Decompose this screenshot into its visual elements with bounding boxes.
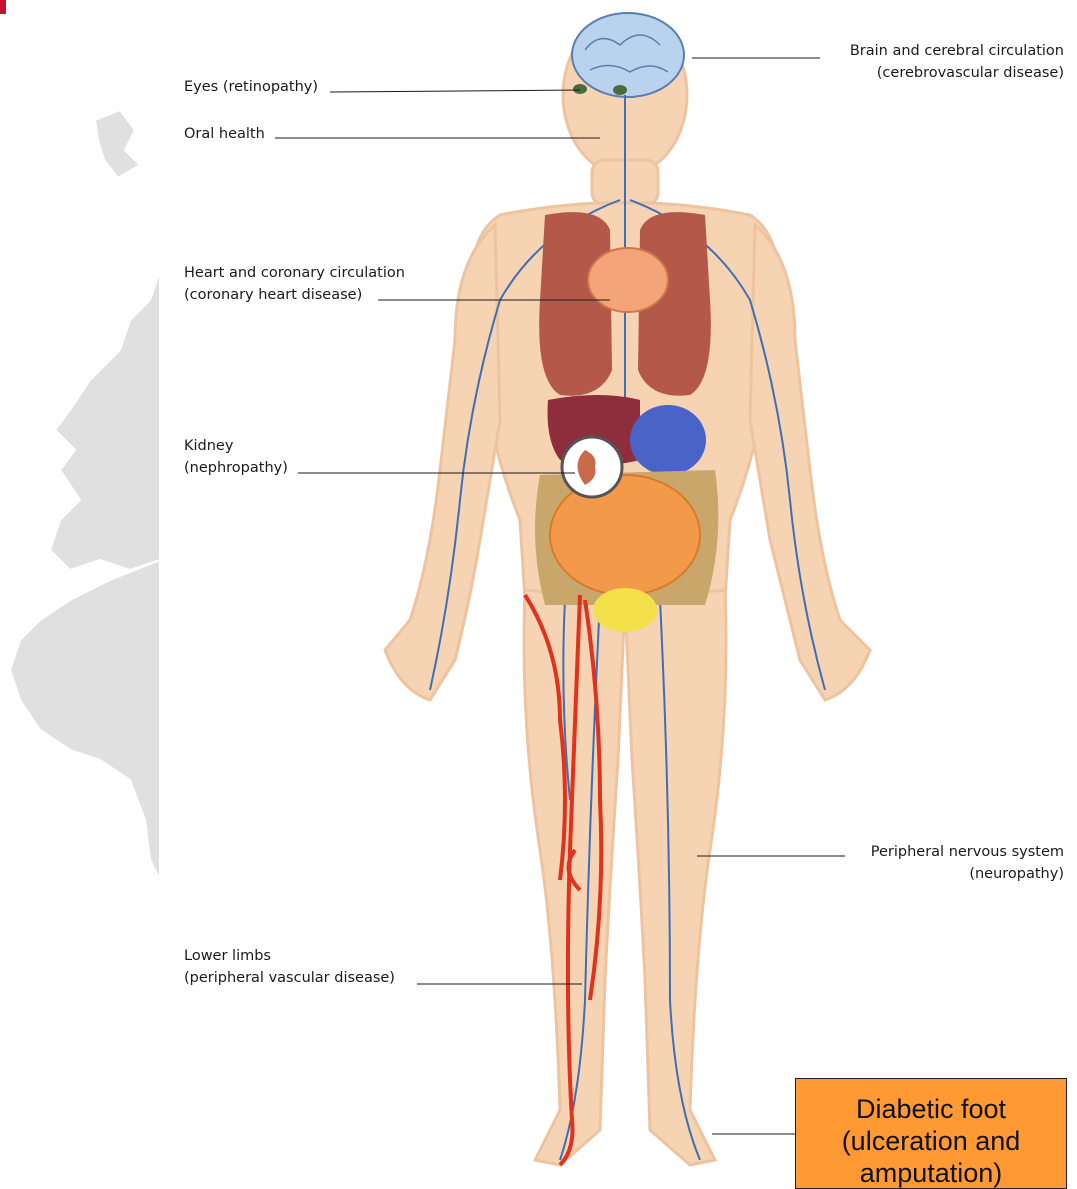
label-kidney-line2: (nephropathy)	[184, 457, 288, 479]
label-pns-line1: Peripheral nervous system	[820, 841, 1064, 863]
world-map-background	[10, 110, 160, 880]
brain	[572, 13, 684, 97]
kidney-magnifier	[562, 437, 622, 497]
diabetic-foot-callout: Diabetic foot (ulceration and amputation…	[795, 1078, 1067, 1189]
label-limbs-line1: Lower limbs	[184, 945, 395, 967]
label-heart-line1: Heart and coronary circulation	[184, 262, 405, 284]
stomach	[630, 405, 706, 475]
label-heart-line2: (coronary heart disease)	[184, 284, 405, 306]
left-leg	[524, 590, 625, 1165]
right-leg	[625, 590, 726, 1165]
label-heart: Heart and coronary circulation (coronary…	[184, 262, 405, 306]
small-intestine	[550, 475, 700, 595]
label-brain: Brain and cerebral circulation (cerebrov…	[800, 40, 1064, 84]
label-oral-line1: Oral health	[184, 123, 265, 145]
label-kidney-line1: Kidney	[184, 435, 288, 457]
label-lower-limbs: Lower limbs (peripheral vascular disease…	[184, 945, 395, 989]
bladder	[593, 588, 657, 632]
label-kidney: Kidney (nephropathy)	[184, 435, 288, 479]
label-peripheral-nervous-system: Peripheral nervous system (neuropathy)	[820, 841, 1064, 885]
label-eyes: Eyes (retinopathy)	[184, 76, 318, 98]
label-eyes-line1: Eyes (retinopathy)	[184, 76, 318, 98]
heart	[588, 248, 668, 312]
callout-line1: Diabetic foot	[796, 1093, 1066, 1125]
label-limbs-line2: (peripheral vascular disease)	[184, 967, 395, 989]
map-fragment-africa	[10, 560, 160, 880]
callout-line3: amputation)	[796, 1157, 1066, 1189]
callout-line2: (ulceration and	[796, 1125, 1066, 1157]
label-brain-line1: Brain and cerebral circulation	[800, 40, 1064, 62]
map-fragment-north	[95, 110, 140, 178]
map-fragment-europe	[50, 270, 160, 570]
label-brain-line2: (cerebrovascular disease)	[800, 62, 1064, 84]
label-oral-health: Oral health	[184, 123, 265, 145]
label-pns-line2: (neuropathy)	[820, 863, 1064, 885]
